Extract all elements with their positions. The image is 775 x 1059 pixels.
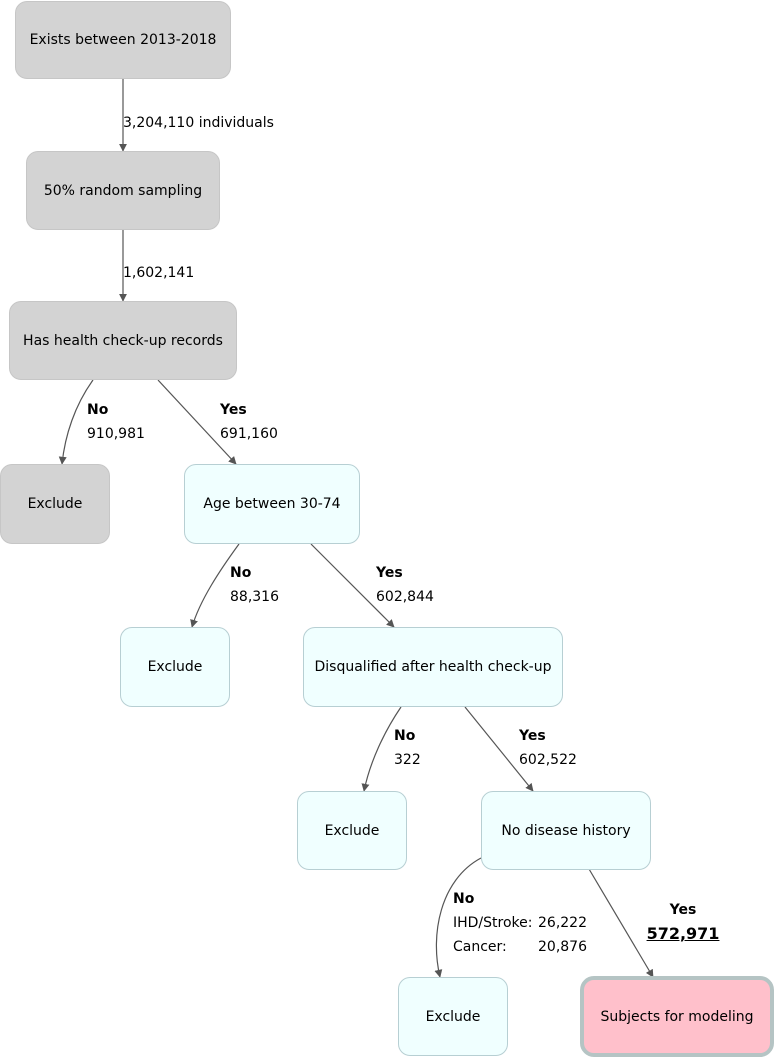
edge-label-age-yes: Yes 602,844 [376, 561, 434, 609]
edge-label-age-no: No 88,316 [230, 561, 279, 609]
nd-yes-label: Yes [669, 902, 697, 918]
edge-health-exclude [58, 379, 94, 465]
node-exclude-age: Exclude [120, 627, 230, 707]
edge-label-sampled: 1,602,141 [123, 265, 195, 281]
node-health-checkup: Has health check-up records [9, 301, 237, 380]
edge-label-health-no: No 910,981 [87, 398, 145, 446]
exclusion-row-ihd-stroke: IHD/Stroke: 26,222 [453, 911, 587, 935]
node-subjects-for-modeling: Subjects for modeling [580, 976, 774, 1057]
edge-label-nodisease-yes: Yes 572,971 [645, 898, 721, 947]
edge-label-disq-no: No 322 [394, 724, 421, 772]
exclusion-count: 26,222 [538, 915, 587, 931]
age-yes-count: 602,844 [376, 589, 434, 605]
node-exclude-disease: Exclude [398, 977, 508, 1056]
age-yes-label: Yes [376, 565, 403, 581]
disq-yes-count: 602,522 [519, 752, 577, 768]
edge-age-exclude [190, 543, 240, 628]
node-exclude-no-checkup: Exclude [0, 464, 110, 544]
edge-label-individuals: 3,204,110 individuals [123, 115, 274, 131]
edge-nodisease-subjects [588, 868, 654, 978]
exclusion-name: Cancer: [453, 939, 507, 955]
disq-yes-label: Yes [519, 728, 546, 744]
node-exclude-disqualified: Exclude [297, 791, 407, 870]
edge-label-disq-yes: Yes 602,522 [519, 724, 577, 772]
exclusion-name: IHD/Stroke: [453, 915, 533, 931]
nd-no-label: No [453, 891, 475, 907]
edge-age-disq [310, 543, 395, 628]
edge-nodisease-exclude [434, 857, 482, 978]
edge-label-health-yes: Yes 691,160 [220, 398, 278, 446]
edge-disq-nodisease [464, 706, 534, 792]
health-no-count: 910,981 [87, 426, 145, 442]
node-age-30-74: Age between 30-74 [184, 464, 360, 544]
health-yes-label: Yes [220, 402, 247, 418]
node-no-disease-history: No disease history [481, 791, 651, 870]
node-exists-2013-2018: Exists between 2013-2018 [15, 1, 231, 79]
node-disqualified: Disqualified after health check-up [303, 627, 563, 707]
edge-disq-exclude [361, 706, 402, 792]
final-count: 572,971 [646, 924, 720, 943]
health-yes-count: 691,160 [220, 426, 278, 442]
edge-label-nodisease-no: No IHD/Stroke: 26,222 Cancer: 20,876 [453, 887, 587, 959]
edge-health-age [157, 379, 237, 465]
exclusion-count: 20,876 [538, 939, 587, 955]
health-no-label: No [87, 402, 109, 418]
age-no-label: No [230, 565, 252, 581]
exclusion-row-cancer: Cancer: 20,876 [453, 935, 587, 959]
disq-no-count: 322 [394, 752, 421, 768]
disq-no-label: No [394, 728, 416, 744]
age-no-count: 88,316 [230, 589, 279, 605]
node-random-sampling: 50% random sampling [26, 151, 220, 230]
